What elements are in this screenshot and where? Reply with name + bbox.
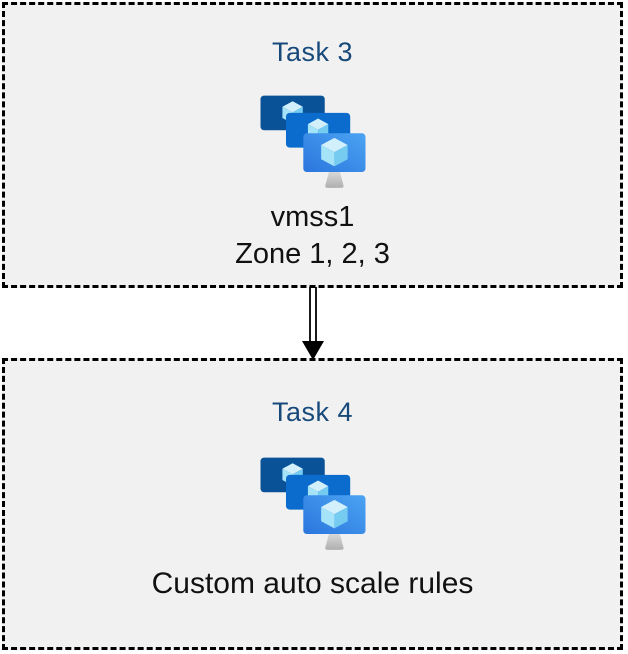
- zone-line: Zone 1, 2, 3: [235, 238, 390, 270]
- task4-box: Task 4: [2, 358, 623, 650]
- task3-label: vmss1 Zone 1, 2, 3: [235, 199, 390, 273]
- task3-title: Task 3: [271, 37, 354, 67]
- down-arrow: [298, 287, 328, 361]
- task4-label: Custom auto scale rules: [152, 565, 474, 602]
- autoscale-line: Custom auto scale rules: [151, 567, 474, 600]
- vmss-name-line: vmss1: [270, 201, 355, 233]
- vmss-icon: [260, 95, 366, 193]
- task4-title: Task 4: [271, 397, 354, 427]
- vmss-icon: [260, 457, 366, 555]
- task3-box: Task 3: [2, 2, 623, 288]
